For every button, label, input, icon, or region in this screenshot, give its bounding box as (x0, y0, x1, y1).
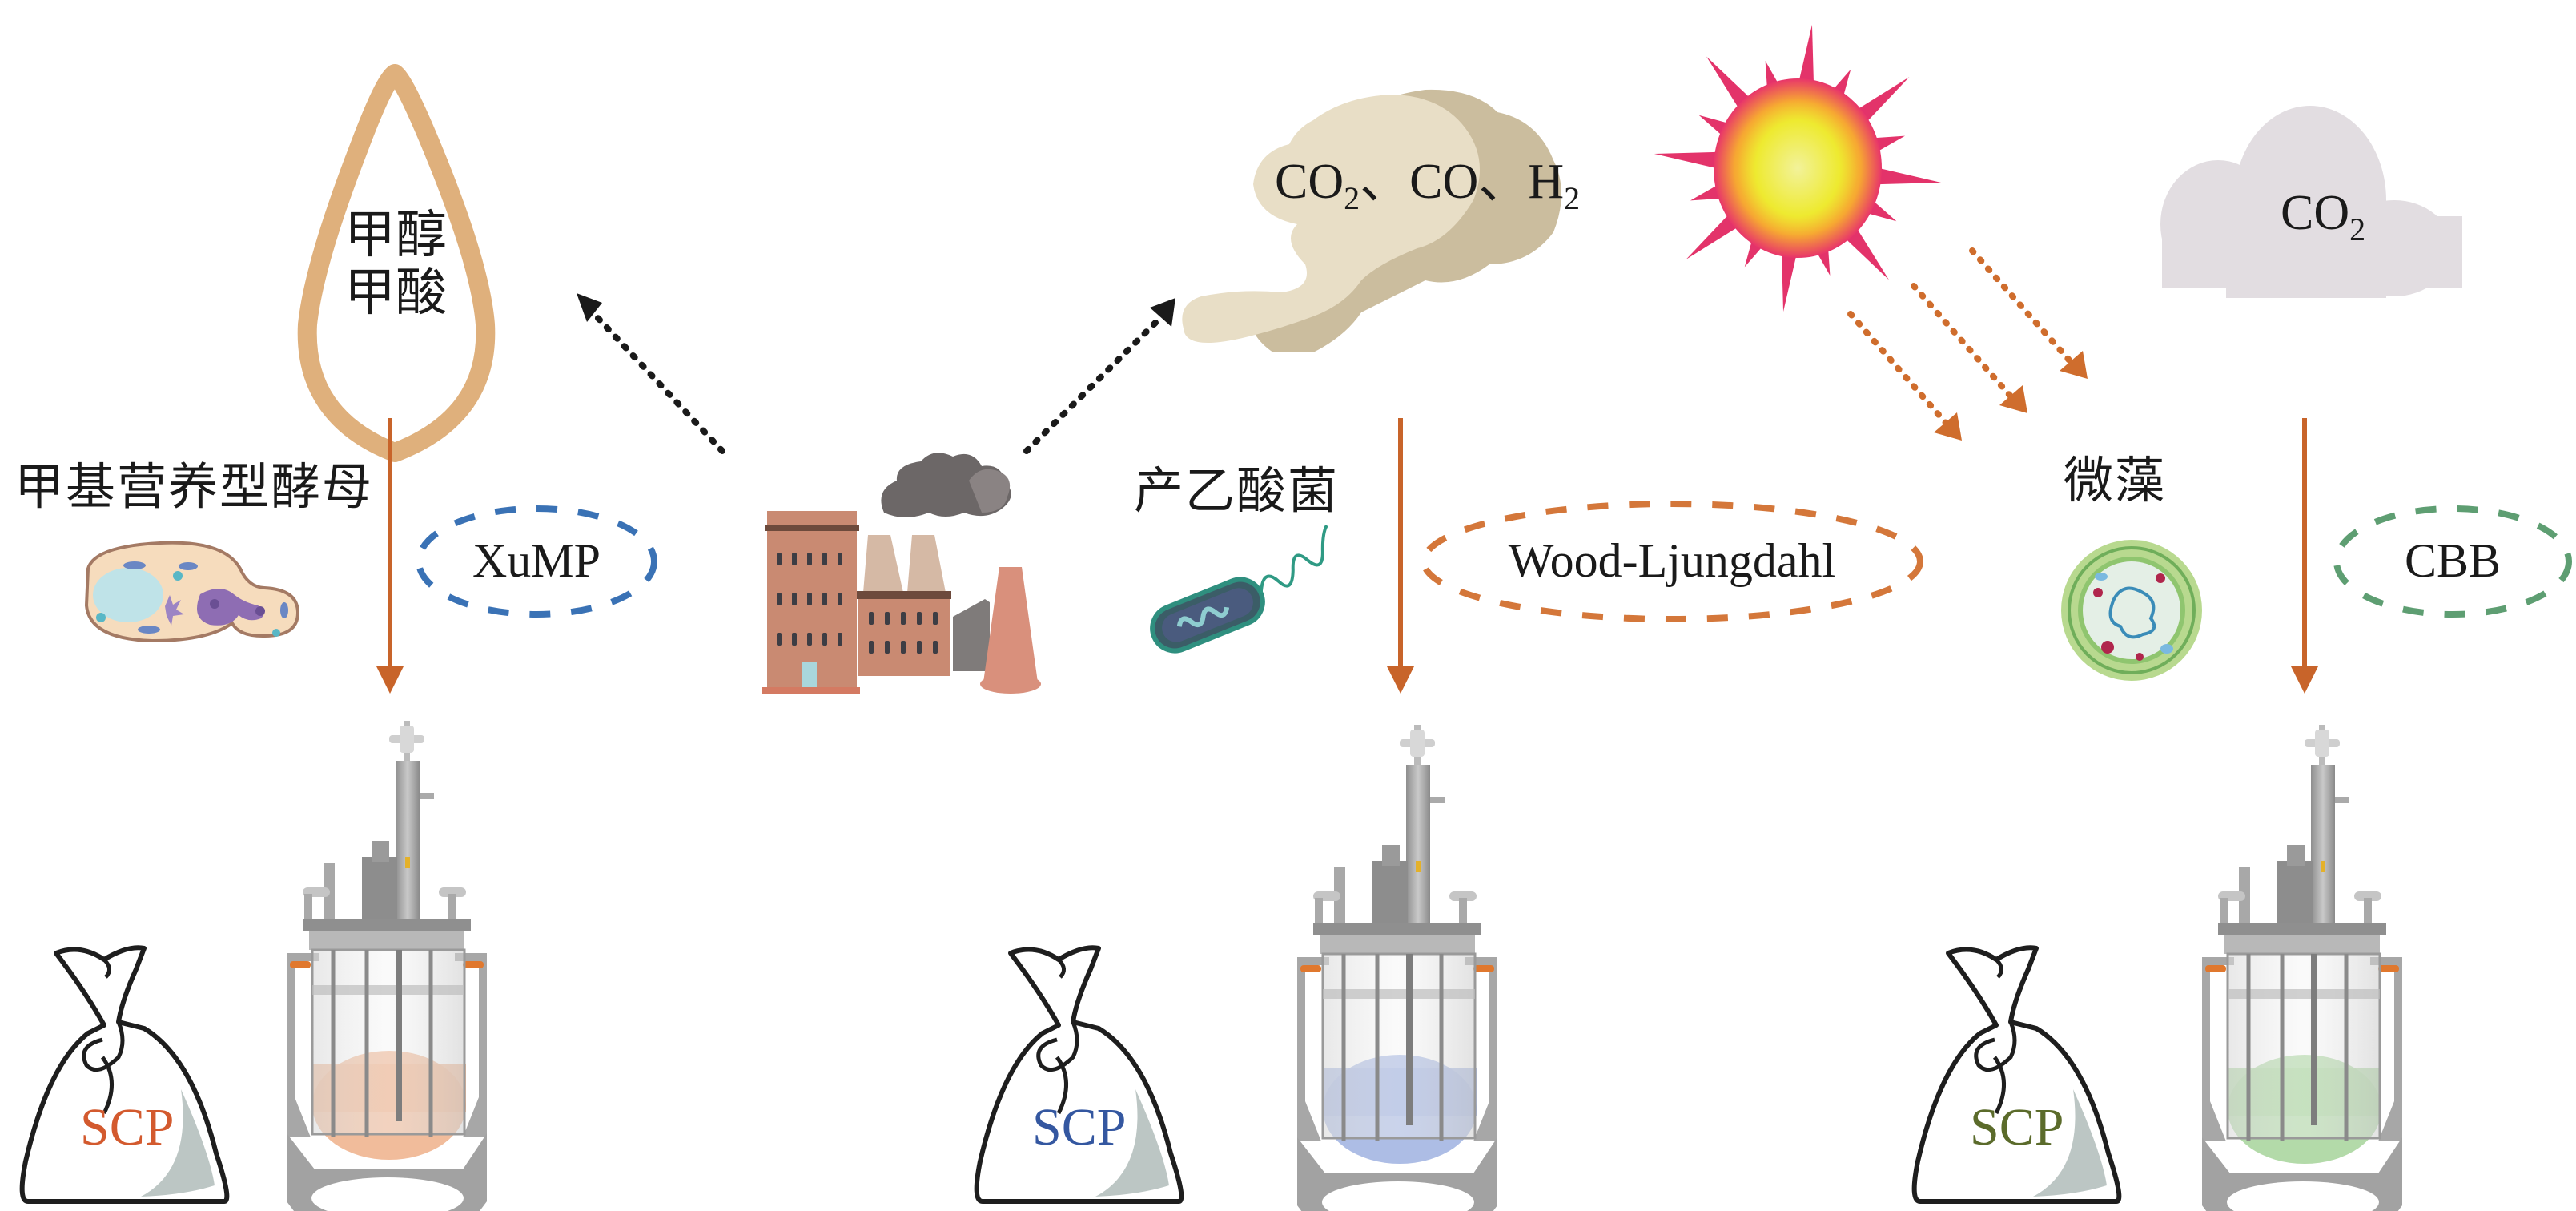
organism-label-route3: 微藻 (2064, 454, 2167, 509)
cbb-ellipse (2333, 505, 2572, 618)
cloud-icon (2160, 106, 2462, 298)
factory-window (869, 612, 874, 625)
pathway-label-wood-ljungdahl: Wood-Ljungdahl (1508, 534, 1836, 587)
organism-label-route1: 甲基营养型酵母 (14, 461, 374, 515)
feedstock-label-route3: CO2 (2281, 188, 2365, 246)
feedstock-line: 甲酸 (344, 264, 447, 321)
factory-window (838, 553, 842, 565)
factory-window (777, 553, 782, 565)
factory-window (792, 633, 797, 646)
flow-arrowhead-route1 (376, 666, 404, 694)
sunlight-arrowhead-2 (1999, 385, 2027, 413)
factory-window (917, 612, 922, 625)
sunlight-arrowhead-3 (2060, 351, 2088, 379)
sun-icon (1654, 24, 1942, 312)
scp-bag-icon (977, 947, 1182, 1201)
source-arrowhead-right (1150, 298, 1175, 327)
scp-label-route1: SCP (80, 1098, 175, 1157)
sunlight-arrows (1847, 247, 2075, 426)
pathway-label-cbb: CBB (2404, 534, 2502, 587)
formula-base: CO (1409, 155, 1479, 209)
sun-ray (1654, 151, 1728, 171)
factory-windows (777, 553, 938, 654)
formula-subscript: 2 (1344, 180, 1360, 216)
scp-bag-icon (1915, 947, 2120, 1201)
scp-label-route2: SCP (1032, 1098, 1127, 1157)
pathway-label-xump: XuMP (472, 534, 601, 587)
droplet-icon (297, 64, 496, 462)
factory-window (901, 612, 906, 625)
bioreactor-icon (2202, 725, 2402, 1211)
organism-label-route2: 产乙酸菌 (1134, 465, 1340, 519)
factory-window (807, 553, 812, 565)
formula-base: H (1528, 155, 1565, 209)
source-arrowhead-left (577, 293, 602, 322)
factory-window (822, 593, 827, 606)
factory-window (777, 633, 782, 646)
yeast-cell-icon (84, 541, 300, 643)
scp-bag-icon (22, 947, 227, 1201)
bioreactor-icon (1297, 725, 1497, 1211)
formula-separator: 、 (1478, 155, 1529, 209)
scp-label-route3: SCP (1970, 1098, 2064, 1157)
formula-base: CO (2281, 186, 2350, 240)
feedstock-label-route2: CO2、CO、H2 (1275, 157, 1580, 215)
factory-window (885, 641, 890, 654)
sunlight-arrow-3 (1969, 247, 2075, 366)
formula-base: CO (1275, 155, 1344, 209)
factory-icon (762, 453, 1041, 694)
feedstock-line: 甲醇 (344, 207, 447, 264)
factory-window (885, 612, 890, 625)
factory-window (917, 641, 922, 654)
factory-window (822, 553, 827, 565)
feedstock-label-route1: 甲醇 甲酸 (344, 207, 447, 322)
flow-arrowhead-route3 (2291, 666, 2318, 694)
flow-arrowhead-route2 (1387, 666, 1414, 694)
factory-window (807, 593, 812, 606)
formula-separator: 、 (1360, 155, 1410, 209)
sunlight-arrow-2 (1911, 283, 2015, 400)
source-arrow-to-syngas (1023, 316, 1163, 454)
bacterium-icon (1150, 525, 1328, 654)
factory-window (838, 633, 842, 646)
formula-subscript: 2 (2349, 211, 2366, 247)
factory-window (822, 633, 827, 646)
smoke-cloud-icon (1182, 89, 1561, 352)
factory-window (792, 553, 797, 565)
microalga-cell-icon (2061, 540, 2202, 681)
factory-window (792, 593, 797, 606)
sunlight-arrow-1 (1847, 311, 1949, 426)
factory-window (933, 612, 938, 625)
formula-subscript: 2 (1564, 180, 1581, 216)
factory-window (777, 593, 782, 606)
wood-ljungdahl-ellipse (1421, 501, 1923, 622)
factory-window (933, 641, 938, 654)
bioreactor-icon (287, 721, 487, 1211)
source-arrow-to-droplet (591, 311, 725, 454)
factory-window (901, 641, 906, 654)
factory-window (869, 641, 874, 654)
sun-ray (1867, 166, 1942, 185)
sunlight-arrowhead-1 (1934, 412, 1962, 441)
factory-window (838, 593, 842, 606)
factory-window (807, 633, 812, 646)
xump-ellipse (416, 505, 657, 618)
